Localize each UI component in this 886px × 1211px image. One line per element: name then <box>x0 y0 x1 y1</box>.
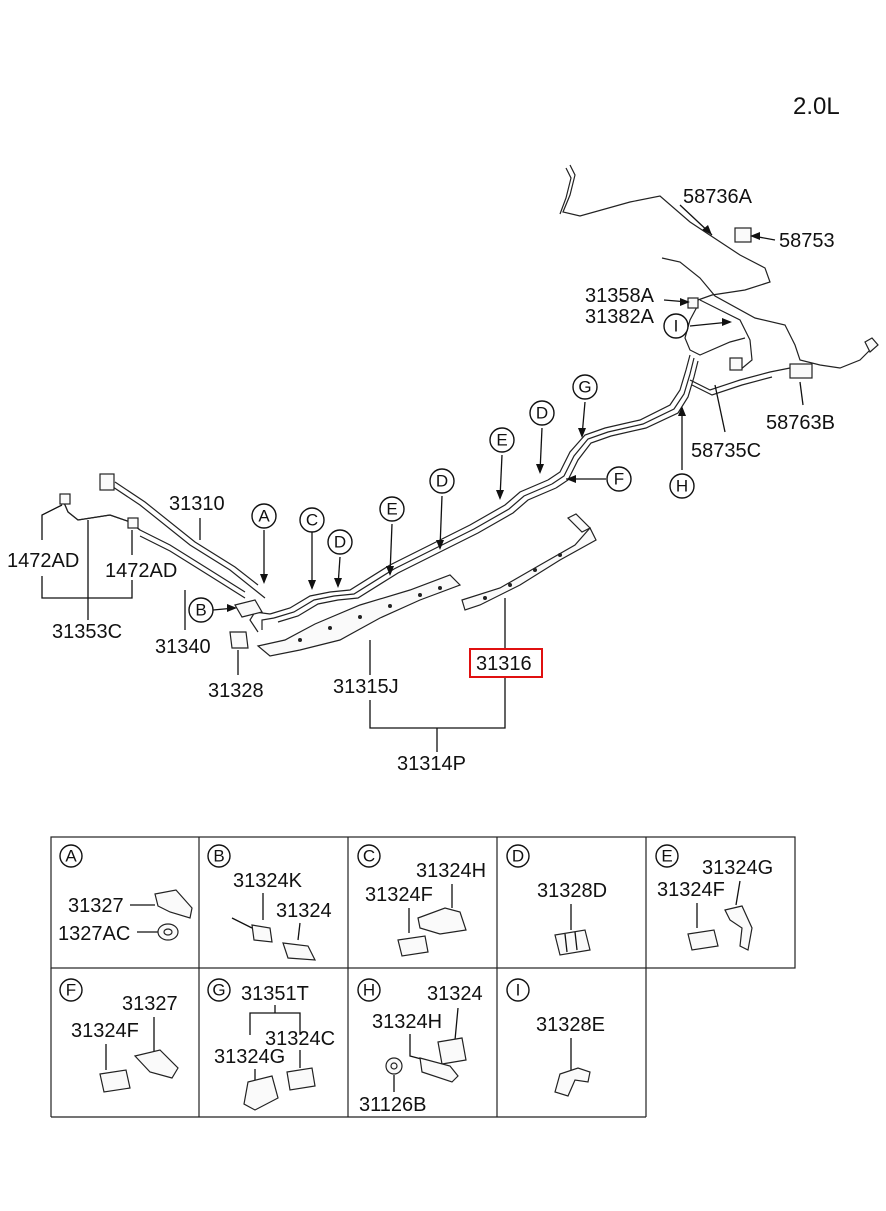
part-labels: 58736A 58753 31358A 31382A 58763B 58735C… <box>7 186 835 775</box>
svg-text:F: F <box>66 981 76 1000</box>
label-58735C: 58735C <box>691 440 761 462</box>
callout-circle-I <box>663 313 689 339</box>
callout-circle-G <box>572 374 598 400</box>
detail-cell-E: E 31324G 31324F <box>655 844 773 951</box>
detail-A-part-1: 31327 <box>68 895 124 917</box>
svg-text:B: B <box>213 847 224 866</box>
svg-text:A: A <box>258 507 270 526</box>
letter-circles: I G D E F H D E C D A B <box>188 313 695 623</box>
label-31314P: 31314P <box>397 753 466 775</box>
connector-58763B <box>789 363 813 379</box>
callout-circle-D0 <box>327 529 353 555</box>
svg-text:C: C <box>306 511 318 530</box>
arrowheads <box>227 225 760 612</box>
detail-A-part-2: 1327AC <box>58 923 130 945</box>
label-1472AD-left: 1472AD <box>7 550 79 572</box>
label-58753: 58753 <box>779 230 835 252</box>
detail-F-part-2: 31324F <box>71 1020 139 1042</box>
detail-H-part-2: 31324H <box>372 1011 442 1033</box>
detail-B-part-1: 31324K <box>233 870 303 892</box>
detail-cell-D: D 31328D <box>506 844 607 956</box>
detail-G-part-2: 31324C <box>265 1028 335 1050</box>
label-31315J: 31315J <box>333 676 399 698</box>
detail-D-part-1: 31328D <box>537 880 607 902</box>
detail-F-part-1: 31327 <box>122 993 178 1015</box>
detail-H-part-3: 31126B <box>359 1094 426 1116</box>
svg-text:G: G <box>578 378 591 397</box>
svg-text:H: H <box>676 477 688 496</box>
detail-table <box>50 836 796 1118</box>
svg-text:E: E <box>386 500 397 519</box>
svg-text:H: H <box>363 981 375 1000</box>
label-31340: 31340 <box>155 636 211 658</box>
label-31382A: 31382A <box>585 306 655 328</box>
detail-cell-F: F 31327 31324F <box>59 978 179 1093</box>
svg-text:E: E <box>496 431 507 450</box>
detail-G-part-1: 31351T <box>241 983 309 1005</box>
detail-G-part-3: 31324G <box>214 1046 285 1068</box>
svg-text:I: I <box>516 981 521 1000</box>
callout-circle-E2 <box>489 427 515 453</box>
label-58736A: 58736A <box>683 186 753 208</box>
detail-I-part-1: 31328E <box>536 1014 605 1036</box>
detail-B-part-2: 31324 <box>276 900 332 922</box>
bracket-31316 <box>461 513 597 611</box>
label-31353C: 31353C <box>52 621 122 643</box>
svg-text:A: A <box>65 847 77 866</box>
highlight-box <box>469 648 543 678</box>
svg-text:C: C <box>363 847 375 866</box>
detail-cell-C: C 31324H 31324F <box>357 844 486 957</box>
detail-H-part-1: 31324 <box>427 983 483 1005</box>
clip-31328 <box>229 631 249 649</box>
label-31328: 31328 <box>208 680 264 702</box>
svg-text:G: G <box>212 981 225 1000</box>
svg-text:D: D <box>334 533 346 552</box>
callout-circle-D2 <box>529 400 555 426</box>
main-fuel-lines <box>59 473 557 649</box>
bracket-31315J <box>256 574 462 657</box>
label-31310: 31310 <box>169 493 225 515</box>
detail-cell-A: A 31327 1327AC <box>58 844 193 945</box>
callout-circle-D1 <box>429 468 455 494</box>
callout-circle-B <box>188 597 214 623</box>
callout-circle-H <box>669 473 695 499</box>
label-31316-highlighted: 31316 <box>476 653 532 675</box>
callout-circle-F <box>606 466 632 492</box>
svg-text:D: D <box>512 847 524 866</box>
upper-pipe-routing <box>547 164 879 489</box>
detail-cell-I: I 31328E <box>506 978 605 1097</box>
detail-E-part-1: 31324G <box>702 857 773 879</box>
detail-C-part-1: 31324H <box>416 860 486 882</box>
detail-cell-B: B 31324K 31324 <box>207 844 332 961</box>
label-31358A: 31358A <box>585 285 655 307</box>
label-58763B: 58763B <box>766 412 835 434</box>
clip-58753 <box>734 227 752 243</box>
detail-cell-G: G 31351T 31324C 31324G <box>207 978 335 1111</box>
detail-cell-H: H 31324 31324H 31126B <box>357 978 483 1116</box>
svg-text:F: F <box>614 470 624 489</box>
callout-circle-C <box>299 507 325 533</box>
svg-text:B: B <box>195 601 206 620</box>
svg-text:I: I <box>674 317 679 336</box>
detail-C-part-2: 31324F <box>365 884 433 906</box>
label-1472AD-right: 1472AD <box>105 560 177 582</box>
callout-circle-E1 <box>379 496 405 522</box>
svg-text:D: D <box>536 404 548 423</box>
leader-lines <box>41 204 804 752</box>
callout-circle-A <box>251 503 277 529</box>
svg-text:E: E <box>661 847 672 866</box>
engine-label: 2.0L <box>793 93 840 120</box>
detail-E-part-2: 31324F <box>657 879 725 901</box>
svg-text:D: D <box>436 472 448 491</box>
